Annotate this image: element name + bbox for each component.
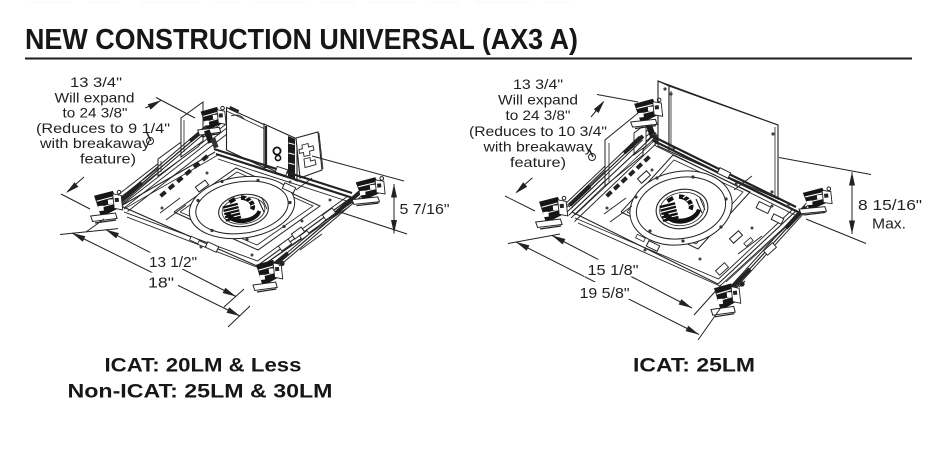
- svg-text:Will expand: Will expand: [498, 92, 578, 108]
- svg-text:5 7/16": 5 7/16": [400, 201, 450, 218]
- svg-text:Will expand: Will expand: [55, 89, 135, 105]
- svg-text:ICAT: 25LM: ICAT: 25LM: [633, 355, 755, 377]
- svg-text:19 5/8": 19 5/8": [580, 285, 630, 302]
- svg-text:with breakaway: with breakaway: [39, 135, 150, 151]
- svg-text:13 1/2": 13 1/2": [149, 254, 197, 271]
- svg-text:15 1/8": 15 1/8": [588, 262, 639, 279]
- svg-text:feature): feature): [510, 154, 566, 170]
- svg-text:(Reduces to 9 1/4": (Reduces to 9 1/4": [36, 120, 170, 136]
- svg-text:Non-ICAT: 25LM & 30LM: Non-ICAT: 25LM & 30LM: [68, 381, 333, 403]
- svg-text:13 3/4": 13 3/4": [513, 76, 563, 92]
- svg-text:18": 18": [148, 275, 174, 292]
- svg-text:with breakaway: with breakaway: [482, 138, 592, 154]
- svg-text:to 24 3/8": to 24 3/8": [506, 107, 571, 123]
- svg-text:feature): feature): [80, 151, 136, 167]
- svg-text:8 15/16": 8 15/16": [858, 197, 922, 214]
- svg-text:to 24 3/8": to 24 3/8": [63, 105, 128, 121]
- svg-text:(Reduces to 10 3/4": (Reduces to 10 3/4": [469, 123, 607, 139]
- svg-text:ICAT: 20LM & Less: ICAT: 20LM & Less: [105, 355, 302, 377]
- svg-text:NEW CONSTRUCTION UNIVERSAL (AX: NEW CONSTRUCTION UNIVERSAL (AX3 A): [25, 24, 578, 56]
- svg-text:13 3/4": 13 3/4": [70, 74, 122, 90]
- svg-text:Max.: Max.: [872, 216, 906, 233]
